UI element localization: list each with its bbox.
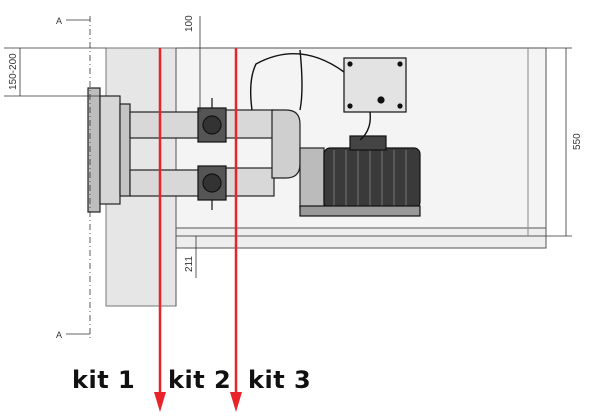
kit-1-label: kit 1 <box>72 366 136 394</box>
dimension-lines <box>4 16 572 340</box>
kit-2-arrow <box>230 48 242 412</box>
pump-motor <box>299 135 421 217</box>
section-marker-bottom: A <box>56 330 90 340</box>
kit-2-label: kit 2 <box>168 366 232 394</box>
kit-1-arrow <box>154 48 166 412</box>
wall-flange <box>87 87 131 213</box>
dimension-211: 211 <box>184 256 195 272</box>
kit-3-label: kit 3 <box>248 366 312 394</box>
dimension-550: 550 <box>572 133 583 150</box>
section-marker-top: A <box>56 16 90 26</box>
housing <box>105 47 547 307</box>
cables <box>249 49 371 141</box>
pipes <box>129 109 325 209</box>
valve-lower <box>197 165 227 210</box>
svg-text:A: A <box>56 16 62 26</box>
control-box <box>343 57 407 113</box>
dimension-100: 100 <box>184 15 195 32</box>
dimension-150-200: 150-200 <box>8 53 19 90</box>
valve-upper <box>197 98 227 143</box>
svg-text:A: A <box>56 330 62 340</box>
